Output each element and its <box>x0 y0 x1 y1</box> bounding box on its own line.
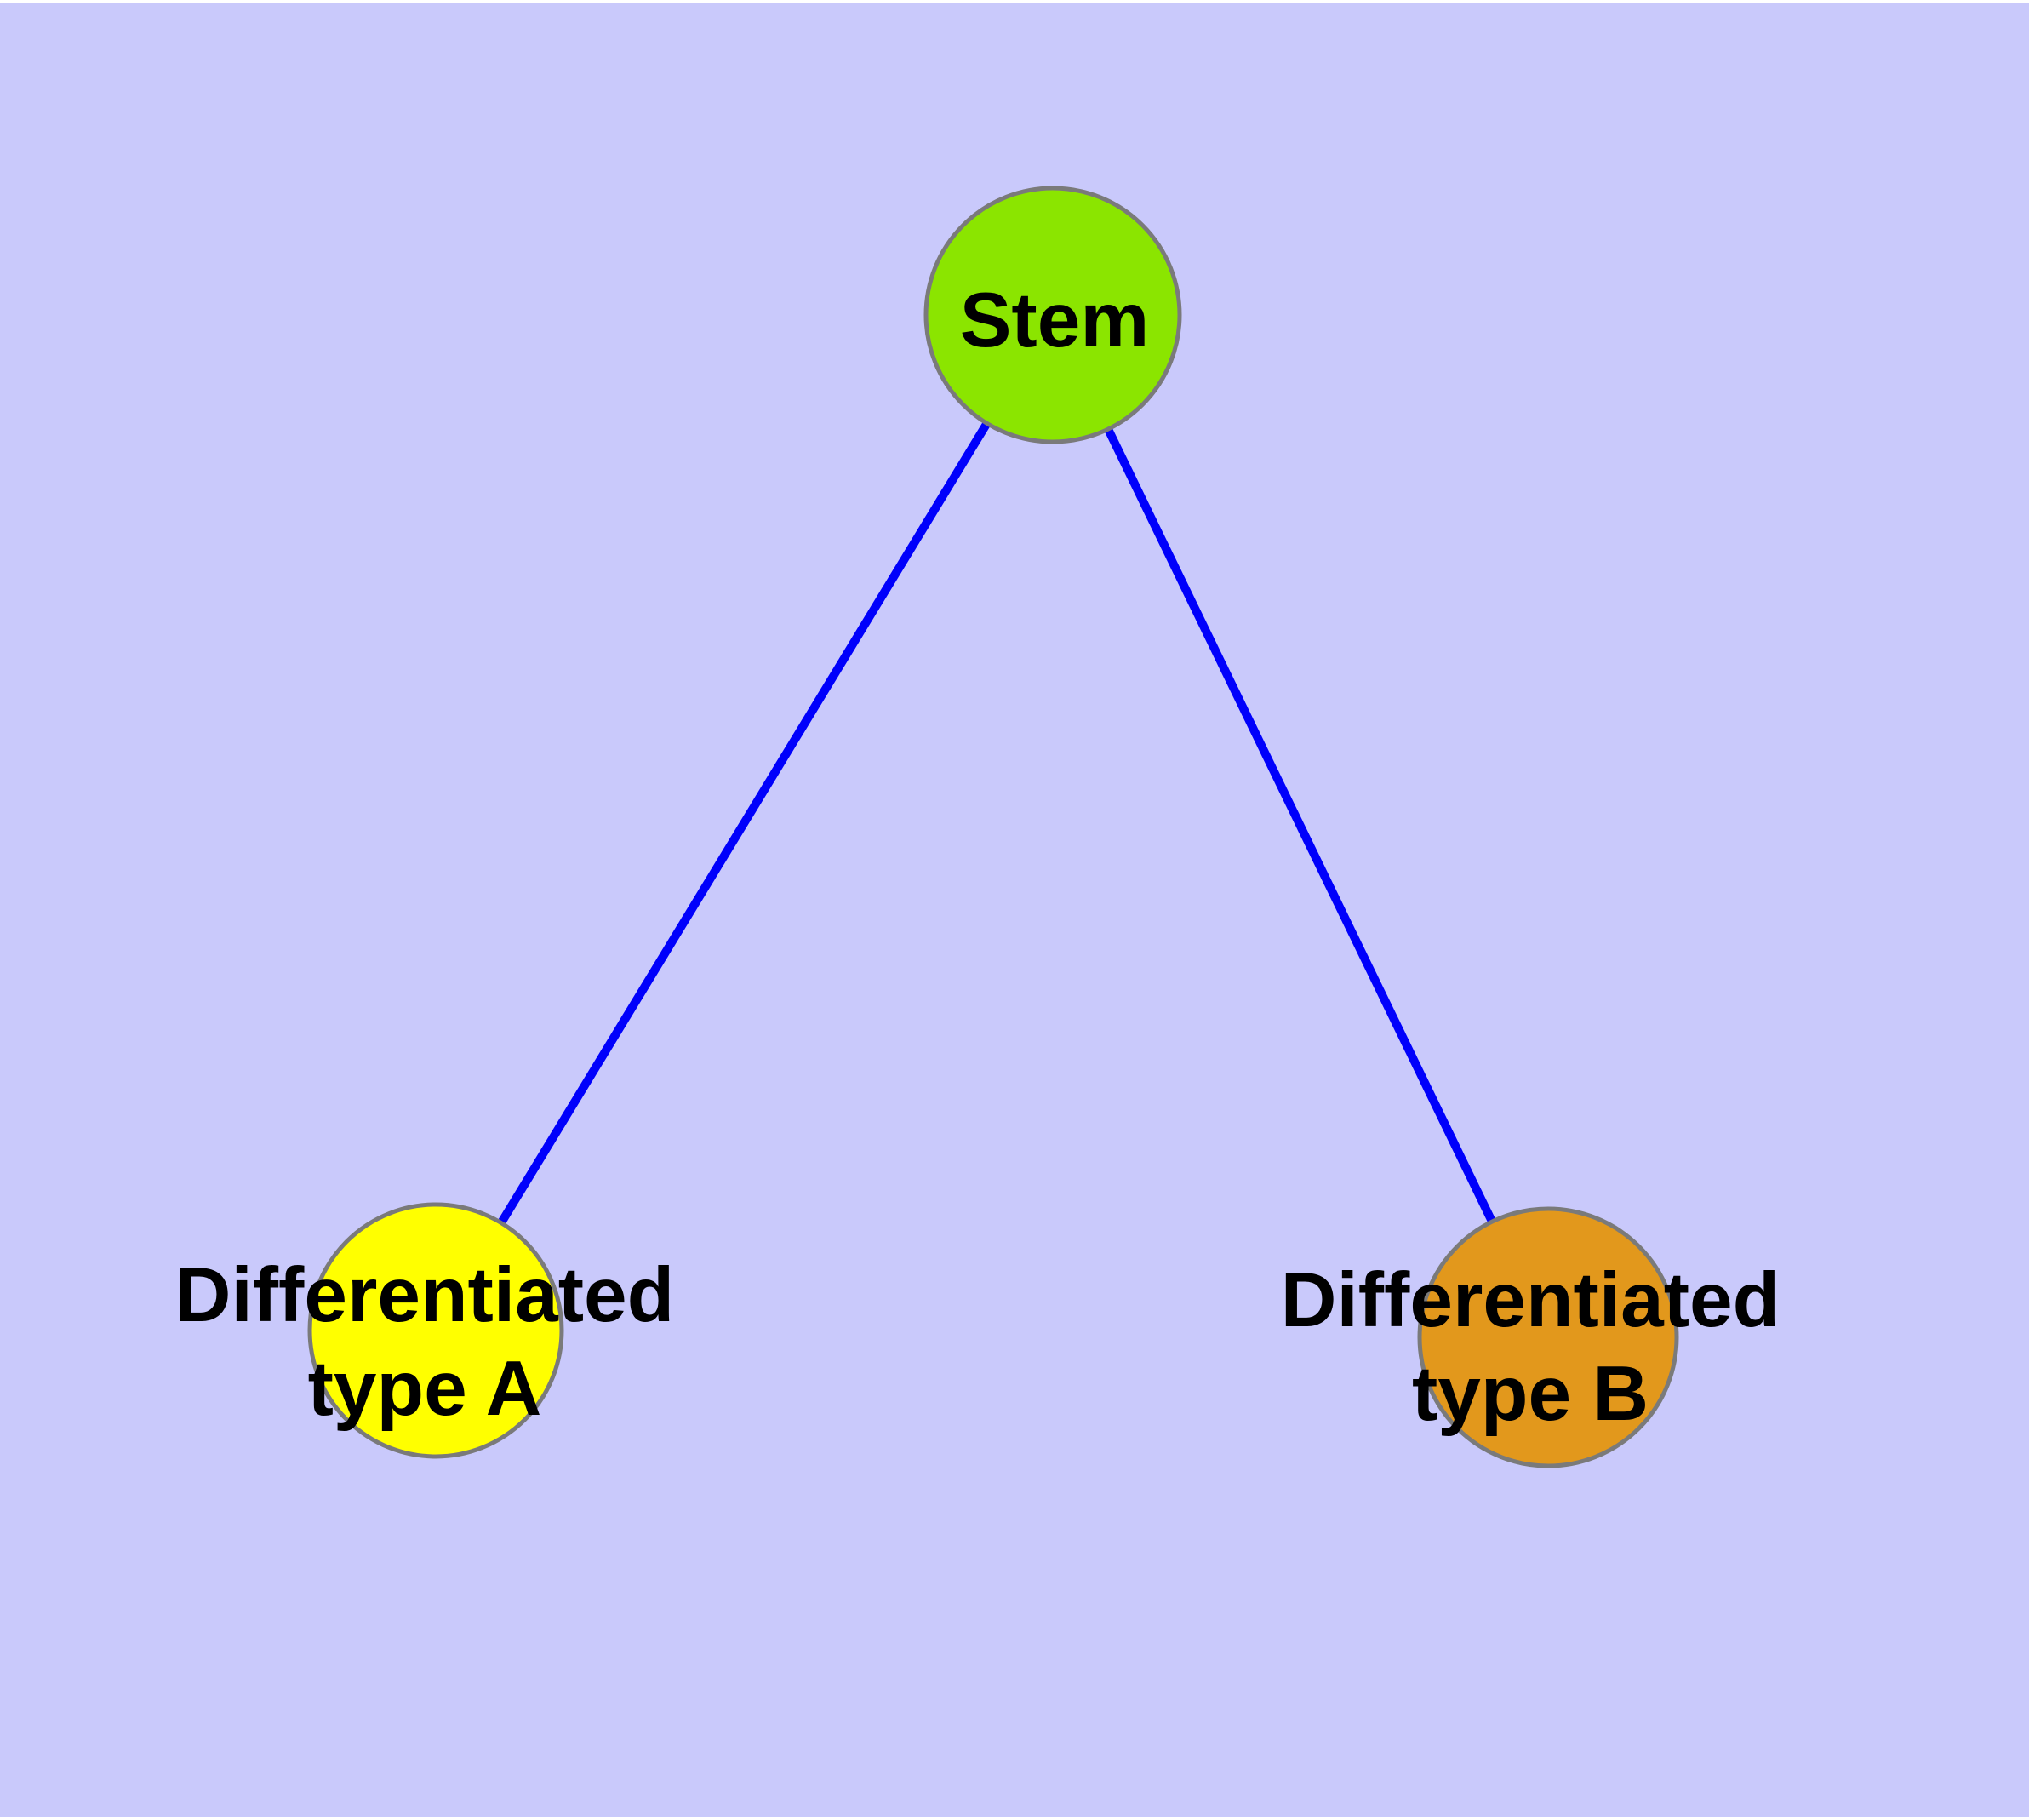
node-typeA <box>307 1202 564 1459</box>
edge-stem-to-typeA <box>432 312 1057 1333</box>
node-stem <box>923 186 1182 444</box>
edge-stem-to-typeB <box>1049 312 1552 1340</box>
node-typeB <box>1417 1206 1679 1468</box>
